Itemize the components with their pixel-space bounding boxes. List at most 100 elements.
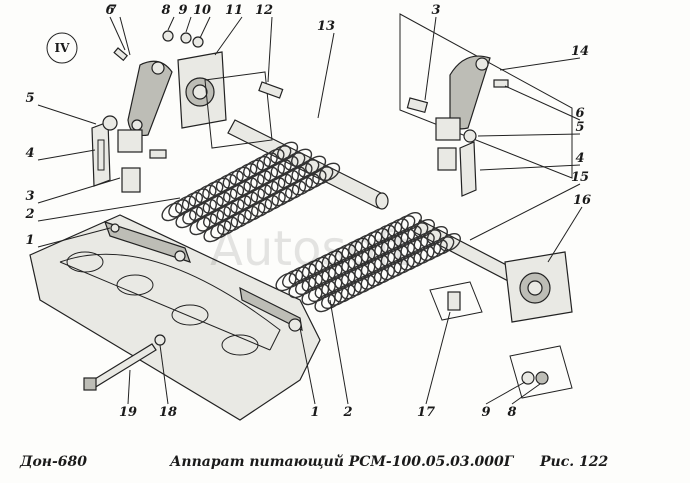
leader-c3b [424, 16, 437, 101]
callout-c1b: 1 [310, 405, 319, 420]
washers-left [102, 30, 204, 131]
spring-coil [189, 216, 211, 236]
leader-c3a [37, 177, 121, 204]
spring-coil [285, 180, 307, 200]
nut-washer-right [509, 345, 573, 399]
spring-coil [237, 205, 259, 225]
spring-coil [264, 191, 286, 210]
leader-lines [37, 16, 583, 405]
leader-c19 [127, 369, 131, 405]
callout-c6a: 6 [105, 3, 114, 18]
leader-c17 [425, 311, 451, 405]
callout-c6b: 6 [575, 106, 584, 121]
callout-c13: 13 [317, 19, 335, 34]
spring-coil [251, 198, 273, 218]
leader-c11 [214, 16, 243, 56]
leader-c4a [37, 149, 96, 161]
bolt-19 [83, 334, 166, 391]
leader-c14 [499, 57, 581, 71]
plate-left [91, 121, 111, 187]
leader-c4b [479, 164, 581, 171]
callout-c10: 10 [193, 3, 211, 18]
leader-c2a [37, 197, 181, 222]
caption-model: Дон-680 [20, 454, 88, 470]
leader-c6b [504, 85, 581, 121]
spring-coil [271, 187, 293, 207]
spring-coil [244, 202, 266, 221]
callout-c7: 7 [107, 3, 116, 18]
housing-base [29, 214, 321, 421]
spring-coil [291, 176, 313, 196]
callout-c18: 18 [159, 405, 177, 420]
leader-c7 [119, 16, 131, 56]
callout-c17: 17 [417, 405, 435, 420]
bolt-12 [258, 81, 284, 99]
callout-c5b: 5 [575, 120, 584, 135]
spring-coil [175, 209, 197, 229]
leader-c2b [329, 299, 349, 405]
caption-figure: Рис. 122 [540, 454, 609, 470]
spring-coil [257, 194, 279, 214]
spring-coil [305, 169, 327, 189]
spring-coil [203, 223, 225, 243]
clevis-right [406, 79, 509, 171]
spring-coil [217, 216, 239, 236]
callout-c4a: 4 [25, 146, 34, 161]
frame-plate-right [399, 13, 573, 179]
spring-pack-upper [161, 141, 341, 243]
spring-coil [182, 206, 204, 225]
leader-c5a [37, 104, 97, 125]
callout-c14: 14 [571, 44, 589, 59]
callout-c9a: 9 [178, 3, 187, 18]
spring-coil [278, 184, 300, 203]
spring-pack-lower [275, 211, 461, 313]
bracket-lower-right [239, 286, 303, 332]
callout-c2b: 2 [342, 405, 352, 420]
callout-c1a: 1 [25, 233, 34, 248]
callout-c11: 11 [225, 3, 243, 18]
leader-c9a [185, 16, 192, 33]
section-badge: IV [46, 32, 78, 64]
spring-coil [439, 232, 461, 252]
callout-c5a: 5 [25, 91, 34, 106]
flange-bearing-right [504, 251, 573, 323]
leader-c8b [511, 383, 541, 405]
gasket-left [204, 71, 273, 149]
leader-c5b [477, 133, 581, 137]
leader-c13 [317, 32, 335, 119]
callout-c4b: 4 [575, 151, 584, 166]
spring-coil [210, 220, 232, 239]
spring-coil [319, 162, 341, 182]
callout-c9b: 9 [481, 405, 490, 420]
watermark: Autosoft [210, 221, 411, 277]
plate-right [459, 129, 477, 197]
clevis-left [117, 129, 167, 193]
flange-bearing-left [177, 51, 227, 129]
leader-c15 [469, 183, 581, 241]
callout-c15: 15 [571, 170, 589, 185]
section-label: IV [55, 41, 71, 55]
lever-left [127, 60, 173, 137]
leader-c1b [299, 327, 316, 405]
leader-c1a [37, 227, 111, 248]
spring-coil [298, 173, 320, 192]
leader-c6a [109, 16, 126, 51]
callout-c8a: 8 [161, 3, 170, 18]
leader-c16 [547, 206, 583, 263]
callout-c19: 19 [119, 405, 137, 420]
callout-c12: 12 [255, 3, 273, 18]
callout-c16: 16 [573, 193, 591, 208]
leader-c18 [159, 344, 169, 405]
leader-c10 [199, 16, 211, 39]
leader-c12 [267, 16, 273, 83]
callout-c2a: 2 [24, 207, 34, 222]
callout-c3a: 3 [25, 189, 34, 204]
spring-coil [168, 199, 190, 218]
callout-c3b: 3 [431, 3, 440, 18]
bracket-lower-left [104, 221, 191, 263]
bolt-17 [429, 281, 483, 321]
leader-c8a [167, 16, 175, 31]
